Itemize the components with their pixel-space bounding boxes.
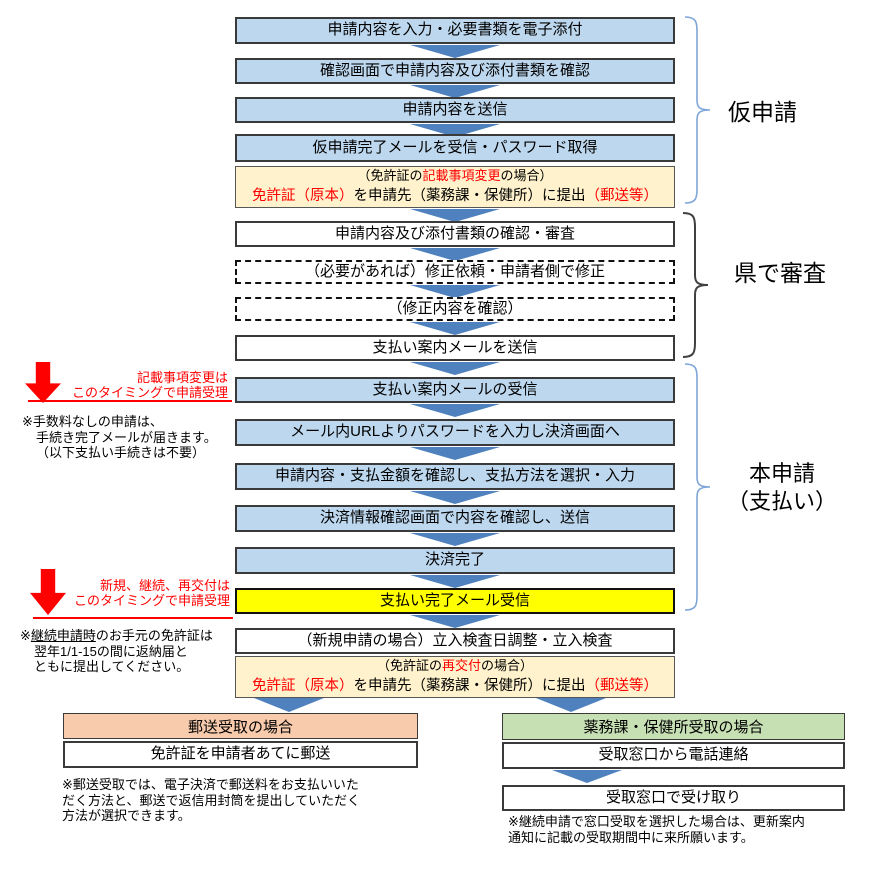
down-chevron-icon [410,615,500,628]
stage-label-main: 本申請 （支払い） [726,461,837,514]
step-onsite-inspection: （新規申請の場合）立入検査日調整・立入検査 [235,628,675,654]
office-branch-note: ※継続申請で窓口受取を選択した場合は、更新案内 通知に記載の受取期間中に来所願い… [508,814,805,845]
step-enter-application: 申請内容を入力・必要書類を電子添付 [235,17,675,44]
annotation-entry-change: 記載事項変更は このタイミングで申請受理 [71,370,228,400]
stage-label-provisional: 仮申請 [728,99,797,125]
step-select-payment-method: 申請内容・支払金額を確認し、支払方法を選択・入力 [235,463,675,490]
step-confirm-screen: 確認画面で申請内容及び添付書類を確認 [235,58,675,84]
note-box-entry-change: （免許証の記載事項変更の場合） 免許証（原本）を申請先（薬務課・保健所）に提出（… [235,166,675,208]
red-underline [28,400,232,402]
note-line: （免許証の再交付の場合） [376,658,534,674]
step-payment-complete-mail: 支払い完了メール受信 [235,588,675,614]
brace-review [682,212,709,358]
brace-provisional [684,16,711,204]
step-confirm-payment-info: 決済情報確認画面で内容を確認し、送信 [235,505,675,532]
step-review-documents: 申請内容及び添付書類の確認・審査 [235,221,675,247]
down-chevron-icon [410,533,500,546]
down-chevron-icon [410,404,500,417]
step-correction-request: （必要があれば）修正依頼・申請者側で修正 [235,260,675,284]
note-renewal-license: ※継続申請時のお手元の免許証は 翌年1/1-15の間に返納届と ともに提出してく… [20,628,213,674]
down-chevron-icon [410,575,500,588]
mail-branch-step: 免許証を申請者あてに郵送 [63,741,418,768]
note-line: 免許証（原本）を申請先（薬務課・保健所）に提出（郵送等） [252,187,658,204]
red-underline [33,617,233,619]
office-branch-pickup: 受取窓口で受け取り [502,785,845,811]
down-chevron-icon [410,362,500,375]
step-send-payment-mail: 支払い案内メールを送信 [235,335,675,361]
note-line: 免許証（原本）を申請先（薬務課・保健所）に提出（郵送等） [252,677,658,694]
annotation-new-renew-reissue: 新規、継続、再交付は このタイミングで申請受理 [73,578,230,608]
down-chevron-icon [410,447,500,460]
office-branch-header: 薬務課・保健所受取の場合 [502,713,845,740]
step-url-password: メール内URLよりパスワードを入力し決済画面へ [235,419,675,446]
step-receive-provisional-mail: 仮申請完了メールを受信・パスワード取得 [235,134,675,162]
stage-label-review: 県で審査 [734,260,826,286]
step-confirm-correction: （修正内容を確認） [235,297,675,321]
step-send-application: 申請内容を送信 [235,97,675,123]
step-receive-payment-mail: 支払い案内メールの受信 [235,377,675,403]
note-no-fee: ※手数料なしの申請は、 手続き完了メールが届きます。 （以下支払い手続きは不要） [22,414,217,460]
down-chevron-icon [410,322,500,335]
down-chevron-icon [552,770,622,783]
brace-main-application [684,363,711,611]
mail-branch-note: ※郵送受取では、電子決済で郵送料をお支払いいた だく方法と、郵送で返信用封筒を提… [62,777,361,823]
note-box-reissue: （免許証の再交付の場合） 免許証（原本）を申請先（薬務課・保健所）に提出（郵送等… [235,656,675,698]
down-chevron-icon [536,698,606,712]
down-chevron-icon [410,45,500,58]
note-line: （免許証の記載事項変更の場合） [357,168,553,184]
mail-branch-header: 郵送受取の場合 [63,713,418,739]
office-branch-call: 受取窓口から電話連絡 [502,742,845,769]
down-chevron-icon [254,698,324,712]
down-chevron-icon [410,491,500,504]
step-payment-complete: 決済完了 [235,547,675,574]
